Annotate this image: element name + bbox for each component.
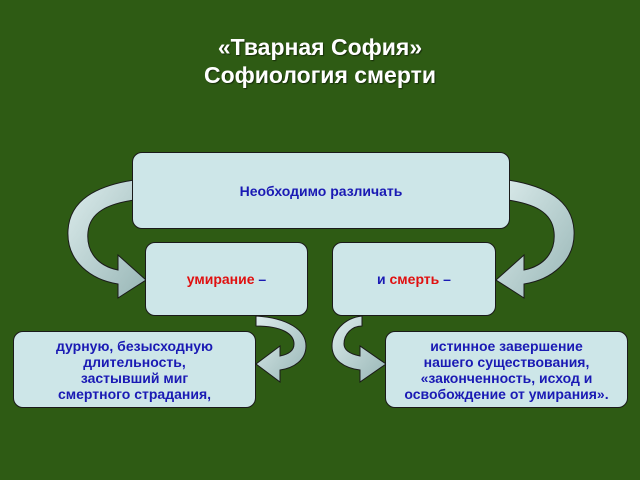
title-line-2: Софиология смерти (203, 62, 437, 88)
death-dash: – (439, 271, 451, 287)
bottom-left-line-2: длительность, (83, 353, 186, 370)
death-box: и смерть – (332, 242, 496, 316)
bottom-left-line-3: застывший миг (80, 369, 189, 386)
top-box: Необходимо различать (132, 152, 510, 229)
dying-word: умирание (186, 271, 255, 287)
bottom-right-text: истинное завершение нашего существования… (404, 338, 608, 402)
small-arrow-left (255, 315, 307, 383)
top-box-text: Необходимо различать (239, 182, 403, 199)
bottom-left-box: дурную, безысходную длительность, застыв… (13, 331, 256, 408)
dying-box: умирание – (145, 242, 308, 316)
curved-arrow-left (67, 179, 147, 299)
bottom-right-box: истинное завершение нашего существования… (385, 331, 628, 408)
bottom-left-text: дурную, безысходную длительность, застыв… (56, 338, 213, 402)
slide-title: «Тварная София» Софиология смерти (0, 33, 640, 89)
bottom-right-line-1: истинное завершение (430, 337, 583, 354)
bottom-right-line-4: освобождение от умирания». (404, 385, 609, 402)
bottom-right-line-3: «законченность, исход и (420, 369, 593, 386)
death-word: смерть (389, 271, 440, 287)
curved-arrow-right (495, 179, 575, 299)
dying-dash: – (254, 271, 267, 287)
small-arrow-right (331, 315, 387, 383)
bottom-left-line-1: дурную, безысходную (55, 337, 214, 354)
title-line-1: «Тварная София» (217, 34, 423, 60)
bottom-right-line-2: нашего существования, (423, 353, 590, 370)
bottom-left-line-4: смертного страдания, (57, 385, 212, 402)
death-prefix: и (377, 271, 390, 287)
